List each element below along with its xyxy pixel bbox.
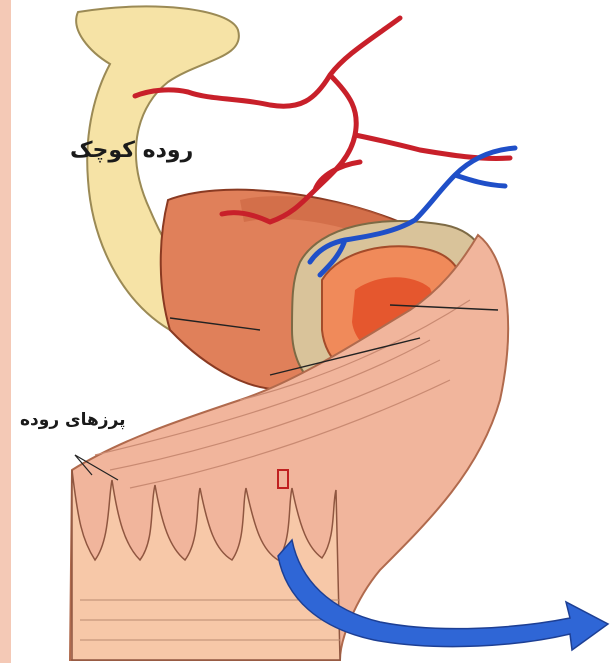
label-small-intestine: روده کوچک	[70, 138, 193, 163]
label-intestinal-villi: پرزهای روده	[20, 410, 126, 430]
